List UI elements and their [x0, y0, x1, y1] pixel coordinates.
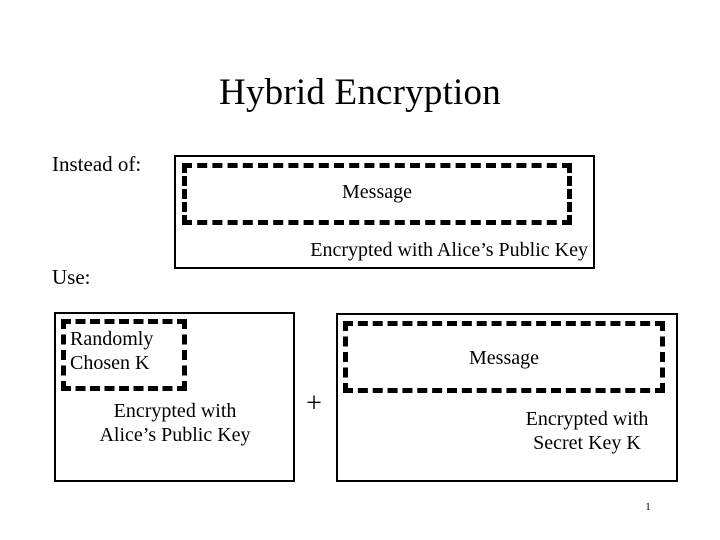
use-label: Use:	[52, 265, 91, 289]
use-left-key-line-1: Randomly	[70, 328, 154, 350]
instead-of-message-text: Message	[342, 181, 412, 203]
use-right-caption-line-1: Encrypted with	[525, 408, 649, 430]
instead-of-inner-message-box	[182, 163, 572, 225]
use-left-key-text: Randomly Chosen K	[70, 327, 182, 375]
page-title: Hybrid Encryption	[219, 72, 501, 113]
use-right-inner-message-box	[343, 321, 665, 393]
use-left-outer-envelope	[54, 312, 295, 482]
use-left-key-line-2: Chosen K	[70, 352, 150, 374]
use-left-caption-line-1: Encrypted with	[113, 400, 237, 422]
use-left-caption-line-2: Alice’s Public Key	[99, 424, 251, 446]
use-right-outer-envelope	[336, 313, 678, 482]
instead-of-outer-envelope	[174, 155, 595, 269]
plus-operator: +	[306, 388, 322, 419]
page-number: 1	[645, 501, 651, 513]
use-right-caption-line-2: Secret Key K	[533, 432, 641, 454]
instead-of-label: Instead of:	[52, 152, 142, 176]
use-right-caption: Encrypted with Secret Key K	[498, 407, 676, 455]
use-right-message-text: Message	[469, 347, 539, 369]
instead-of-caption: Encrypted with Alice’s Public Key	[310, 239, 588, 261]
use-left-caption: Encrypted with Alice’s Public Key	[61, 399, 289, 447]
use-left-inner-key-box	[61, 319, 187, 391]
